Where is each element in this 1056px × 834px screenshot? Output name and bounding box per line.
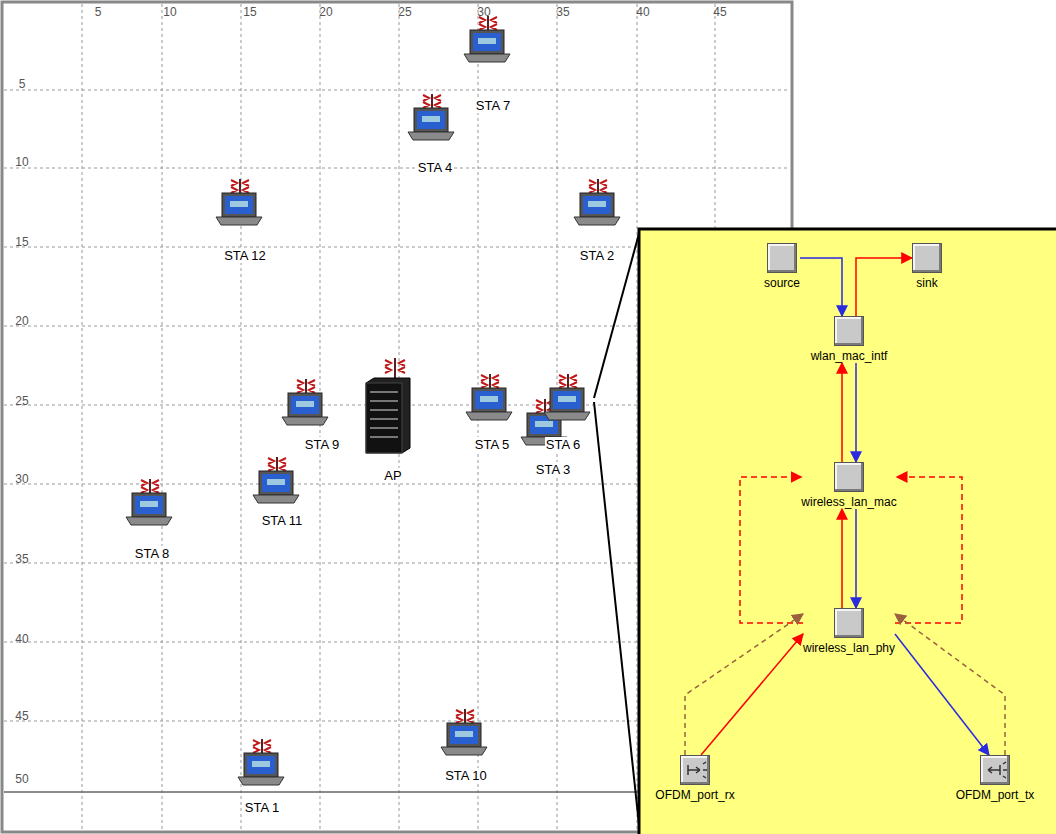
module-node: wireless_lan_mac xyxy=(801,462,896,509)
station-icon xyxy=(441,709,487,755)
packet-stream xyxy=(800,258,842,316)
axis-number: 40 xyxy=(635,5,650,20)
module-node: OFDM_port_rx xyxy=(655,755,734,802)
axis-number: 15 xyxy=(242,5,257,20)
axis-number: 30 xyxy=(476,5,491,20)
module-node: wlan_mac_intf xyxy=(811,316,888,363)
access-point-icon xyxy=(366,358,410,453)
axis-number: 20 xyxy=(318,5,333,20)
station-icon xyxy=(466,374,512,420)
statistic-wire xyxy=(895,614,1005,755)
statistic-wire xyxy=(895,477,962,623)
packet-stream xyxy=(841,363,843,462)
station-icon xyxy=(574,179,620,225)
module-icon xyxy=(980,755,1010,785)
station-label: STA 6 xyxy=(545,437,581,452)
station-icon xyxy=(408,94,454,140)
axis-number: 45 xyxy=(712,5,727,20)
axis-number: 5 xyxy=(94,5,103,20)
axis-number: 50 xyxy=(14,772,29,787)
packet-stream xyxy=(856,258,912,316)
station-label: STA 4 xyxy=(417,160,453,175)
axis-number: 35 xyxy=(555,5,570,20)
axis-number: 45 xyxy=(14,709,29,724)
module-node: sink xyxy=(912,243,942,290)
station-icon xyxy=(126,479,172,525)
axis-number: 35 xyxy=(14,552,29,567)
station-icon xyxy=(238,739,284,785)
module-icon xyxy=(680,755,710,785)
statistic-wire xyxy=(685,614,803,755)
module-node: source xyxy=(764,243,800,290)
axis-number: 20 xyxy=(14,314,29,329)
station-label: STA 7 xyxy=(475,98,511,113)
axis-number: 25 xyxy=(397,5,412,20)
packet-stream xyxy=(701,634,803,755)
station-label: AP xyxy=(383,468,402,483)
station-label: STA 1 xyxy=(244,800,280,815)
station-label: STA 3 xyxy=(535,462,571,477)
station-icon xyxy=(253,457,299,503)
axis-number: 30 xyxy=(14,472,29,487)
station-label: STA 10 xyxy=(444,768,488,783)
station-icon xyxy=(544,374,590,420)
module-icon xyxy=(912,243,942,273)
module-icon xyxy=(834,316,864,346)
axis-number: 25 xyxy=(14,394,29,409)
axis-number: 15 xyxy=(14,235,29,250)
packet-stream xyxy=(855,363,857,462)
station-label: STA 12 xyxy=(223,248,267,263)
module-label: source xyxy=(764,276,800,290)
axis-number: 10 xyxy=(162,5,177,20)
module-label: sink xyxy=(916,276,937,290)
axis-number: 40 xyxy=(14,632,29,647)
module-icon xyxy=(834,462,864,492)
module-icon xyxy=(834,608,864,638)
axis-number: 10 xyxy=(14,155,29,170)
module-label: OFDM_port_tx xyxy=(956,788,1035,802)
station-icon xyxy=(282,379,328,425)
module-node: OFDM_port_tx xyxy=(956,755,1035,802)
axis-number: 5 xyxy=(18,77,27,92)
station-label: STA 2 xyxy=(579,248,615,263)
packet-stream xyxy=(895,634,989,755)
module-label: OFDM_port_rx xyxy=(655,788,734,802)
module-icon xyxy=(767,243,797,273)
station-icon xyxy=(216,179,262,225)
station-label: STA 9 xyxy=(304,437,340,452)
module-label: wireless_lan_phy xyxy=(803,641,895,655)
packet-stream xyxy=(841,509,843,608)
station-label: STA 8 xyxy=(134,546,170,561)
packet-stream xyxy=(855,509,857,608)
statistic-wire xyxy=(740,477,803,623)
module-label: wlan_mac_intf xyxy=(811,349,888,363)
station-label: STA 11 xyxy=(261,513,304,528)
module-label: wireless_lan_mac xyxy=(801,495,896,509)
station-label: STA 5 xyxy=(474,437,510,452)
station-icon xyxy=(464,16,510,62)
node-model-panel xyxy=(639,229,1056,834)
module-node: wireless_lan_phy xyxy=(803,608,895,655)
